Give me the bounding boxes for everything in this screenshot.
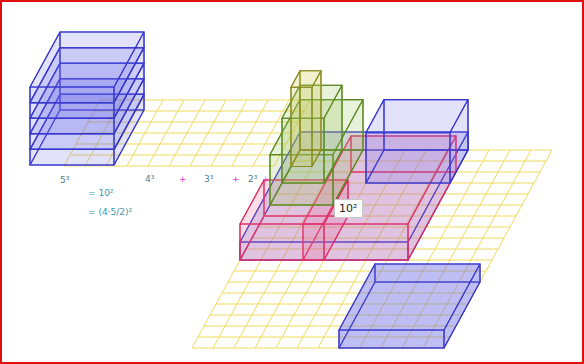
cuboid-face <box>291 71 321 88</box>
cuboid-face <box>339 330 444 348</box>
cuboid-face <box>291 87 312 166</box>
formula-label: = (4·5/2)² <box>88 208 132 217</box>
formula-label: 4³ <box>145 175 154 184</box>
formula-label: = 10² <box>88 189 113 198</box>
formula-label: 3³ <box>204 175 213 184</box>
value-tag: 10² <box>334 199 363 218</box>
cuboid <box>30 32 144 103</box>
cuboid-face <box>30 134 114 150</box>
plus-sign: + <box>262 175 270 184</box>
cuboid-face <box>366 100 468 133</box>
cuboid-face <box>339 264 480 330</box>
grid-line <box>64 166 274 167</box>
cuboid-face <box>240 224 324 260</box>
cuboid <box>366 100 468 183</box>
cuboid-face <box>366 133 450 183</box>
formula-label: 5³ <box>60 176 69 185</box>
cuboid <box>291 71 321 167</box>
plus-sign: + <box>232 175 240 184</box>
cuboid-face <box>30 103 114 119</box>
formula-label: 2³ <box>248 175 257 184</box>
cuboid <box>282 85 342 183</box>
cuboid-face <box>30 87 114 103</box>
cuboid-face <box>30 118 114 134</box>
cuboid-face <box>30 149 114 165</box>
node-text: 10² <box>335 200 362 215</box>
plus-sign: + <box>179 175 187 184</box>
cuboid-face <box>30 32 144 87</box>
cuboid <box>339 264 480 348</box>
